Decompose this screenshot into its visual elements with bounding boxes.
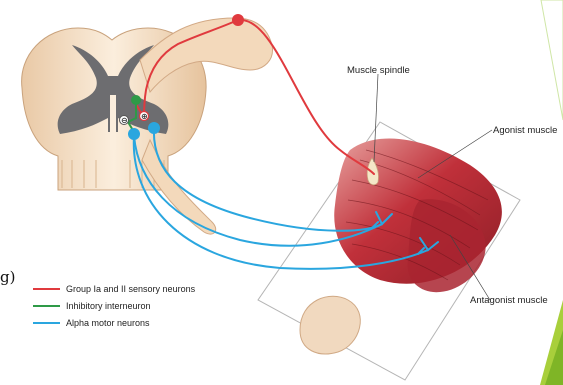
cropped-text-fragment: g) xyxy=(0,268,15,286)
legend-item-sensory: Group Ia and II sensory neurons xyxy=(66,284,196,294)
muscle-panel xyxy=(258,122,520,380)
motor-neuron-agonist-cell xyxy=(148,122,160,134)
legend-item-interneuron: Inhibitory interneuron xyxy=(66,301,151,311)
label-muscle-spindle: Muscle spindle xyxy=(347,65,410,76)
interneuron-cell xyxy=(131,95,141,105)
corner-decoration xyxy=(540,0,563,385)
minus-symbol: ⊖ xyxy=(121,116,128,125)
legend-item-motor: Alpha motor neurons xyxy=(66,318,150,328)
plus-symbol: ⊕ xyxy=(141,112,148,121)
label-antagonist-muscle: Antagonist muscle xyxy=(470,295,548,306)
sensory-ganglion-cell xyxy=(232,14,244,26)
motor-neuron-antagonist-cell xyxy=(128,128,140,140)
legend: Group Ia and II sensory neurons Inhibito… xyxy=(33,284,196,328)
label-agonist-muscle: Agonist muscle xyxy=(493,125,557,136)
